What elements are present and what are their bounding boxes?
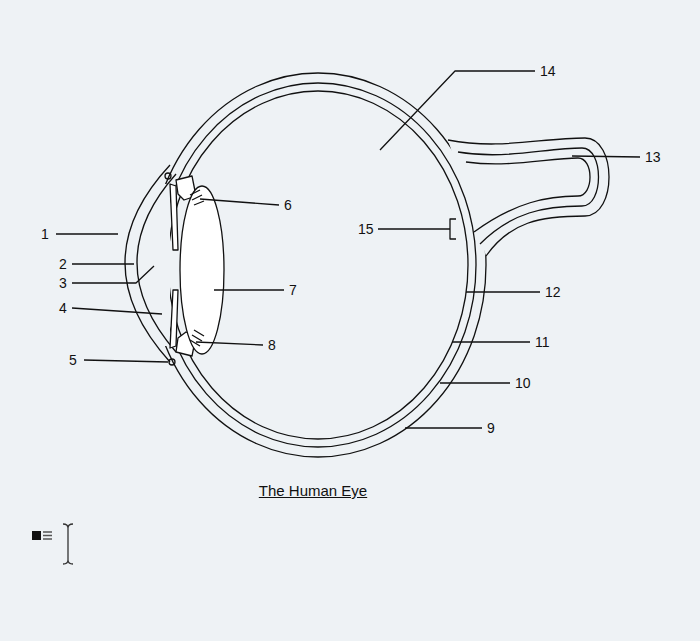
ligament — [190, 330, 204, 346]
diagram-title: The Human Eye — [259, 482, 367, 499]
optic-nerve-core — [466, 158, 590, 232]
lens — [180, 186, 224, 354]
leader-lines — [56, 71, 640, 428]
callout-number: 6 — [284, 198, 292, 212]
callout-number: 15 — [358, 222, 374, 236]
callout-number: 11 — [535, 335, 550, 349]
canal — [165, 173, 171, 179]
iris — [170, 184, 178, 250]
callout-number: 10 — [515, 376, 531, 390]
callout-number: 13 — [645, 150, 661, 164]
callout-number: 8 — [268, 338, 276, 352]
choroid — [160, 83, 476, 447]
callout-number: 3 — [59, 276, 67, 290]
callout-number: 1 — [41, 227, 49, 241]
optic-nerve-inner — [458, 148, 599, 244]
sclera — [150, 73, 486, 457]
callout-number: 4 — [59, 301, 67, 315]
callout-number: 2 — [59, 257, 67, 271]
toolbar-icon — [32, 524, 73, 564]
callout-number: 9 — [487, 421, 495, 435]
callout-number: 14 — [540, 64, 556, 78]
callout-number: 7 — [289, 283, 297, 297]
callout-number: 12 — [545, 285, 561, 299]
iris — [170, 290, 178, 348]
canal — [169, 359, 175, 365]
retina — [168, 91, 468, 439]
callout-number: 5 — [69, 353, 77, 367]
ligament — [190, 190, 204, 205]
